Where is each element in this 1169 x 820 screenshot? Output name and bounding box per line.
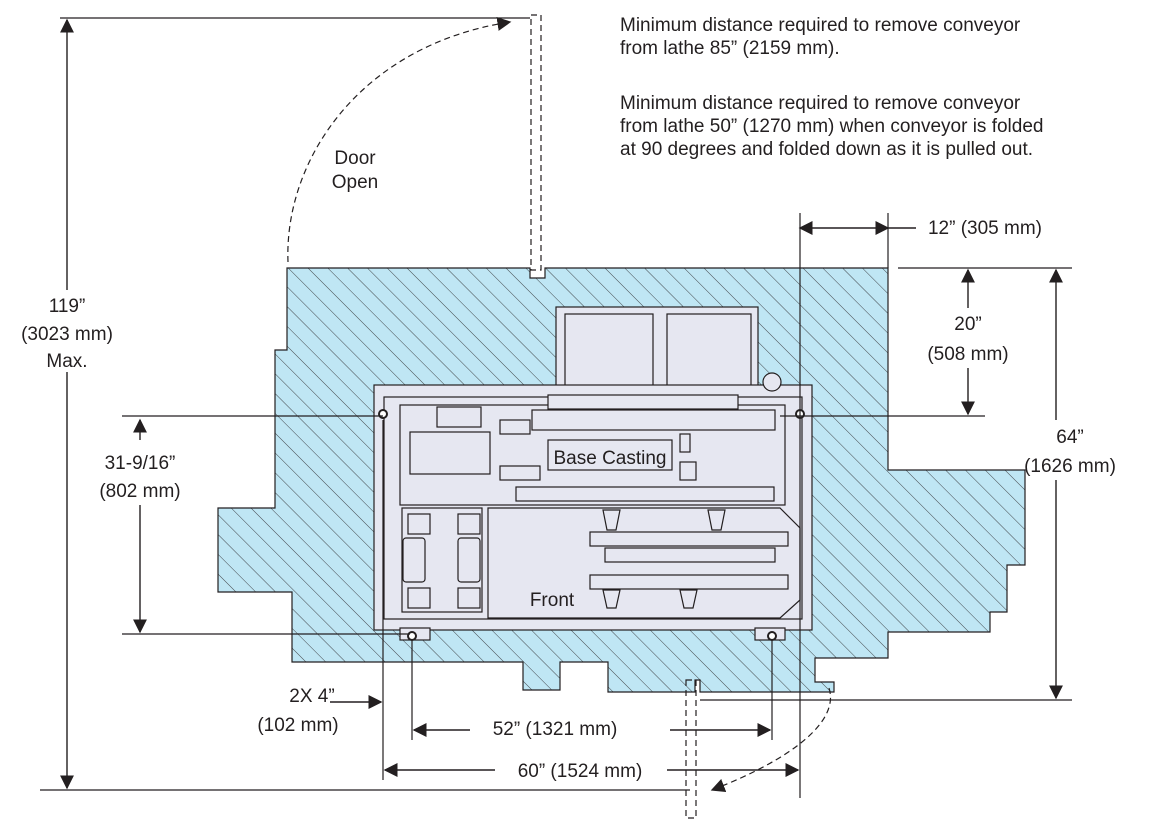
rear-offset-label: 20” [954,314,981,335]
conveyor-removal-note: Minimum distance required to remove conv… [620,14,1020,60]
note-line: from lathe 50” (1270 mm) when conveyor i… [620,116,1044,137]
conveyor-folded-note: Minimum distance required to remove conv… [620,92,1043,161]
bolt-hole-marker [767,631,777,641]
rear-door-arc [287,16,512,263]
mount-depth-label: (802 mm) [99,481,180,502]
inner-width-label: 52” (1321 mm) [493,719,618,740]
door-swing [287,14,832,819]
note-line: Minimum distance required to remove conv… [620,93,1021,114]
front-door-panel [685,679,697,819]
base-casting-label: Base Casting [553,448,666,469]
diagram-labels: Door Open Base Casting Front 119” (3023 … [21,148,1116,782]
overall-depth-label: 119” [49,296,86,317]
dimension-arrows [60,18,1063,790]
note-line: Minimum distance required to remove conv… [620,15,1021,36]
lower-rail [515,486,775,502]
note-line: from lathe 85” (2159 mm). [620,38,840,59]
note-line: at 90 degrees and folded down as it is p… [620,139,1034,160]
door-open-label: Door [334,148,376,169]
rear-door-panel [530,14,542,271]
base-casting-box [547,439,673,471]
side-clearance-label: 12” (305 mm) [928,218,1042,239]
rear-offset-label: (508 mm) [927,344,1008,365]
mount-depth-label: 31-9/16” [105,453,176,474]
upper-rail [531,409,776,431]
bolt-hole-marker [407,631,417,641]
door-open-label: Open [332,172,378,193]
total-depth-label: 64” [1056,427,1083,448]
front-door-arc [710,687,832,793]
hole-offset-label: 2X 4” [289,686,334,707]
overall-depth-label: Max. [46,351,87,372]
overall-depth-label: (3023 mm) [21,324,113,345]
hole-offset-label: (102 mm) [257,715,338,736]
bolt-hole-marker [378,409,388,419]
extension-lines [40,17,1072,798]
lathe-machine [373,306,813,641]
outer-width-label: 60” (1524 mm) [518,761,643,782]
total-depth-label: (1626 mm) [1024,456,1116,477]
front-label: Front [530,590,575,611]
